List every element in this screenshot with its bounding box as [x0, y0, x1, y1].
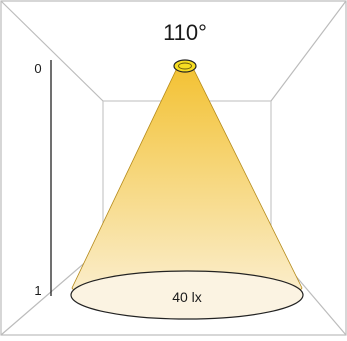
lamp-lens — [178, 62, 192, 70]
scale-top-label: 0 — [34, 61, 41, 76]
illuminance-label: 40 lx — [172, 289, 202, 305]
illuminated-area-ellipse — [70, 270, 304, 320]
ceiling-edge-right — [270, 0, 347, 102]
beam-angle-label: 110° — [163, 20, 207, 45]
scale-bottom-label: 1 — [34, 283, 41, 298]
lamp-icon — [173, 59, 197, 73]
ceiling-edge-left — [0, 0, 104, 102]
